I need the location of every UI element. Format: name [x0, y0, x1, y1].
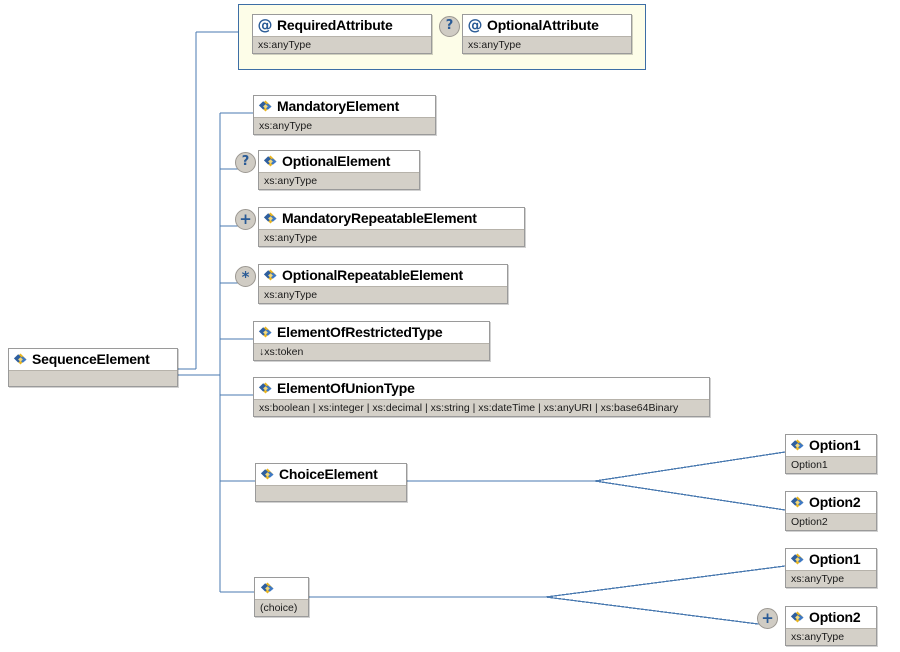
node-type: xs:anyType	[259, 229, 524, 246]
node-label: Option2	[809, 494, 861, 510]
wire-choice-option2	[594, 480, 786, 511]
node-required-attribute[interactable]: @ RequiredAttribute xs:anyType	[252, 14, 432, 54]
node-header: Option2	[786, 607, 876, 628]
node-type: Option2	[786, 513, 876, 530]
node-type: ↓xs:token	[254, 343, 489, 360]
node-header: @ OptionalAttribute	[463, 15, 631, 36]
element-icon	[258, 381, 273, 396]
node-header: OptionalRepeatableElement	[259, 265, 507, 286]
node-choice-option1[interactable]: Option1 Option1	[785, 434, 877, 474]
node-type: xs:anyType	[463, 36, 631, 53]
node-type: (choice)	[255, 599, 308, 616]
element-icon	[263, 211, 278, 226]
one-or-more-marker: +	[757, 608, 778, 629]
node-type: xs:boolean | xs:integer | xs:decimal | x…	[254, 399, 709, 416]
node-choice-group[interactable]: (choice)	[254, 577, 309, 617]
node-header: OptionalElement	[259, 151, 419, 172]
node-label: ElementOfRestrictedType	[277, 324, 443, 340]
wire-choice-group-option1	[545, 565, 786, 598]
node-label: ElementOfUnionType	[277, 380, 415, 396]
node-sequence-element[interactable]: SequenceElement	[8, 348, 178, 387]
node-label: RequiredAttribute	[277, 17, 393, 33]
node-label: OptionalElement	[282, 153, 391, 169]
node-header: ElementOfRestrictedType	[254, 322, 489, 343]
element-icon	[263, 154, 278, 169]
attribute-at-icon: @	[257, 15, 273, 34]
node-element-of-union-type[interactable]: ElementOfUnionType xs:boolean | xs:integ…	[253, 377, 710, 417]
node-element-of-restricted-type[interactable]: ElementOfRestrictedType ↓xs:token	[253, 321, 490, 361]
node-label: ChoiceElement	[279, 466, 378, 482]
node-header: SequenceElement	[9, 349, 177, 370]
element-icon	[790, 610, 805, 625]
node-optional-element[interactable]: OptionalElement xs:anyType	[258, 150, 420, 190]
node-type	[9, 370, 177, 386]
optional-marker: ?	[439, 16, 460, 37]
one-or-more-marker: +	[235, 209, 256, 230]
wire-choice-option1	[594, 451, 786, 482]
node-choice-option2[interactable]: Option2 Option2	[785, 491, 877, 531]
node-header: Option2	[786, 492, 876, 513]
element-icon	[260, 581, 275, 596]
attribute-at-icon: @	[467, 15, 483, 34]
element-icon	[258, 99, 273, 114]
node-type: xs:anyType	[786, 628, 876, 645]
element-icon	[260, 467, 275, 482]
node-label: Option1	[809, 437, 861, 453]
node-header: ChoiceElement	[256, 464, 406, 485]
node-type: xs:anyType	[259, 286, 507, 303]
optional-marker: ?	[235, 152, 256, 173]
element-icon	[790, 438, 805, 453]
node-choice-group-option1[interactable]: Option1 xs:anyType	[785, 548, 877, 588]
node-mandatory-element[interactable]: MandatoryElement xs:anyType	[253, 95, 436, 135]
node-label: MandatoryElement	[277, 98, 400, 114]
node-type: xs:anyType	[786, 570, 876, 587]
node-label: MandatoryRepeatableElement	[282, 210, 477, 226]
node-header: MandatoryElement	[254, 96, 435, 117]
node-header: @ RequiredAttribute	[253, 15, 431, 36]
node-header: ElementOfUnionType	[254, 378, 709, 399]
node-label: Option1	[809, 551, 861, 567]
node-choice-element[interactable]: ChoiceElement	[255, 463, 407, 502]
node-mandatory-repeatable-element[interactable]: MandatoryRepeatableElement xs:anyType	[258, 207, 525, 247]
element-icon	[258, 325, 273, 340]
node-type: xs:anyType	[254, 117, 435, 134]
node-header: MandatoryRepeatableElement	[259, 208, 524, 229]
node-type: xs:anyType	[259, 172, 419, 189]
node-label: OptionalAttribute	[487, 17, 599, 33]
node-header: Option1	[786, 549, 876, 570]
wire-choice-group-option2	[545, 596, 767, 626]
zero-or-more-marker: *	[235, 266, 256, 287]
node-type: xs:anyType	[253, 36, 431, 53]
node-type	[256, 485, 406, 501]
node-label: OptionalRepeatableElement	[282, 267, 463, 283]
element-icon	[263, 268, 278, 283]
node-type: Option1	[786, 456, 876, 473]
element-icon	[790, 495, 805, 510]
node-optional-attribute[interactable]: @ OptionalAttribute xs:anyType	[462, 14, 632, 54]
element-icon	[790, 552, 805, 567]
node-label: SequenceElement	[32, 351, 150, 367]
node-optional-repeatable-element[interactable]: OptionalRepeatableElement xs:anyType	[258, 264, 508, 304]
element-icon	[13, 352, 28, 367]
node-choice-group-option2[interactable]: Option2 xs:anyType	[785, 606, 877, 646]
node-header: Option1	[786, 435, 876, 456]
node-header	[255, 578, 308, 599]
node-label: Option2	[809, 609, 861, 625]
